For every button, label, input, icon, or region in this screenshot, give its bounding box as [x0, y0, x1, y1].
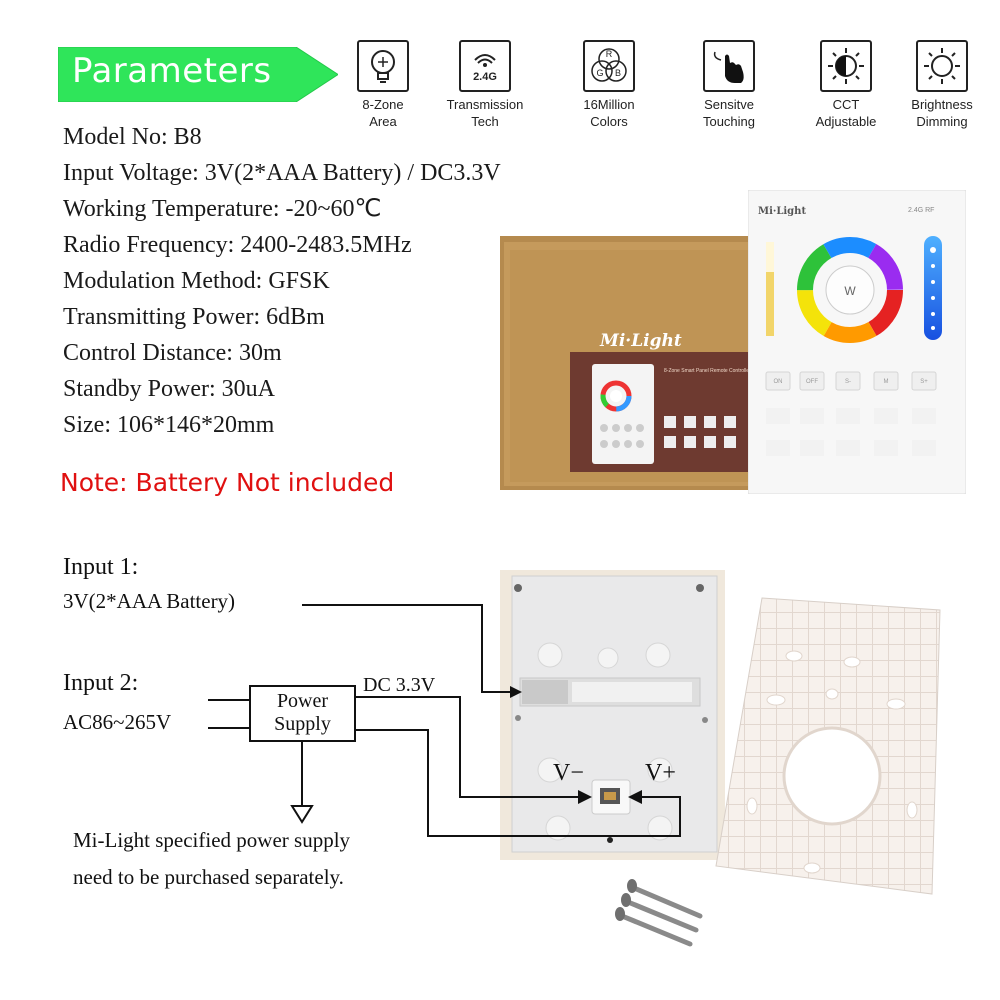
- feature-cct: CCT Adjustable: [796, 40, 896, 130]
- rgb-circles-icon: R G B: [583, 40, 635, 92]
- v-minus-label: V−: [553, 760, 584, 786]
- power-supply-label: Power Supply: [274, 690, 331, 735]
- svg-text:ON: ON: [774, 379, 783, 385]
- touch-hand-icon: [703, 40, 755, 92]
- feature-label: Transmission Tech: [446, 97, 524, 129]
- spec-modulation: Modulation Method: GFSK: [63, 268, 330, 294]
- box-subtitle: 8-Zone Smart Panel Remote Controller (RG…: [664, 368, 780, 374]
- panel-brand: Mi·Light: [758, 206, 806, 217]
- input1-title: Input 1:: [63, 554, 139, 580]
- spec-input-voltage: Input Voltage: 3V(2*AAA Battery) / DC3.3…: [63, 160, 501, 186]
- dc-voltage-label: DC 3.3V: [363, 674, 436, 696]
- spec-model: Model No: B8: [63, 124, 202, 150]
- product-box: Mi·Light 8-Zone Smart Panel Remote Contr…: [500, 236, 790, 490]
- spec-size: Size: 106*146*20mm: [63, 412, 275, 438]
- svg-text:OFF: OFF: [806, 379, 818, 385]
- feature-colors: R G B 16Million Colors: [559, 40, 659, 130]
- feature-label: Sensitve Touching: [702, 97, 756, 129]
- bulb-icon: [357, 40, 409, 92]
- panel-w-label: W: [844, 284, 856, 298]
- banner-arrow-shape: [58, 47, 338, 102]
- wifi-icon: 2.4G: [459, 40, 511, 92]
- panel-back: [500, 570, 725, 860]
- half-sun-icon: [820, 40, 872, 92]
- parameters-banner: Parameters: [58, 47, 338, 102]
- spec-working-temperature: Working Temperature: -20~60℃: [63, 196, 382, 222]
- sun-icon: [916, 40, 968, 92]
- footnote-line2: need to be purchased separately.: [73, 865, 344, 889]
- svg-text:S+: S+: [920, 379, 928, 385]
- svg-text:S-: S-: [845, 379, 851, 385]
- svg-text:B: B: [615, 68, 621, 78]
- svg-text:R: R: [606, 49, 613, 59]
- input1-value: 3V(2*AAA Battery): [63, 589, 236, 613]
- banner-title: Parameters: [72, 51, 272, 91]
- input2-value: AC86~265V: [63, 710, 172, 734]
- feature-transmission: 2.4G Transmission Tech: [435, 40, 535, 130]
- input2-title: Input 2:: [63, 670, 139, 696]
- feature-brightness: Brightness Dimming: [892, 40, 992, 130]
- svg-text:M: M: [884, 379, 889, 385]
- feature-8-zone: 8-Zone Area: [333, 40, 433, 130]
- footnote-line1: Mi-Light specified power supply: [73, 828, 351, 852]
- svg-text:G: G: [596, 68, 603, 78]
- mounting-plate: [712, 596, 942, 896]
- spec-standby-power: Standby Power: 30uA: [63, 376, 275, 402]
- svg-text:2.4G RF: 2.4G RF: [908, 207, 934, 214]
- product-panel: Mi·Light 2.4G RF W ON OFF S-: [747, 189, 967, 495]
- feature-label: CCT Adjustable: [815, 97, 877, 129]
- spec-control-distance: Control Distance: 30m: [63, 340, 282, 366]
- box-brand: Mi·Light: [599, 331, 682, 351]
- screws-image: [610, 870, 710, 950]
- feature-label: 8-Zone Area: [362, 97, 404, 129]
- battery-note: Note: Battery Not included: [60, 468, 395, 497]
- feature-label: 16Million Colors: [583, 97, 635, 129]
- wifi-badge: 2.4G: [473, 71, 497, 83]
- spec-transmitting-power: Transmitting Power: 6dBm: [63, 304, 325, 330]
- feature-label: Brightness Dimming: [911, 97, 973, 129]
- power-supply-box: [249, 685, 356, 742]
- spec-radio-frequency: Radio Frequency: 2400-2483.5MHz: [63, 232, 412, 258]
- feature-touch: Sensitve Touching: [679, 40, 779, 130]
- v-plus-label: V+: [645, 760, 676, 786]
